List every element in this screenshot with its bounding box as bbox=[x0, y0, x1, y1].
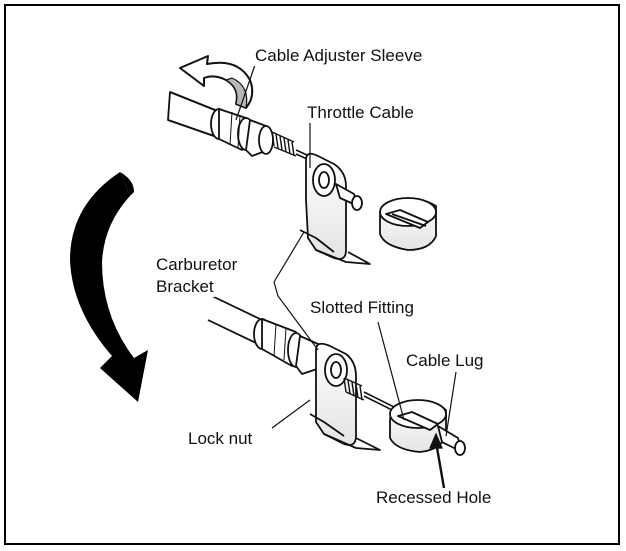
label-bracket-line2: Bracket bbox=[155, 277, 215, 297]
curved-arrow-down-icon bbox=[70, 172, 148, 402]
label-recessed-hole: Recessed Hole bbox=[375, 488, 493, 508]
diagram-frame bbox=[4, 4, 620, 545]
label-throttle-cable: Throttle Cable bbox=[306, 103, 415, 123]
label-cable-lug: Cable Lug bbox=[405, 351, 485, 371]
label-carburetor-line1: Carburetor bbox=[155, 255, 239, 275]
label-lock-nut: Lock nut bbox=[187, 429, 254, 449]
label-cable-adjuster-sleeve: Cable Adjuster Sleeve bbox=[254, 46, 424, 66]
label-slotted-fitting: Slotted Fitting bbox=[309, 298, 415, 318]
leader-lines bbox=[235, 61, 457, 489]
top-cable-assembly bbox=[167, 91, 437, 265]
bottom-cable-assembly bbox=[207, 295, 466, 456]
